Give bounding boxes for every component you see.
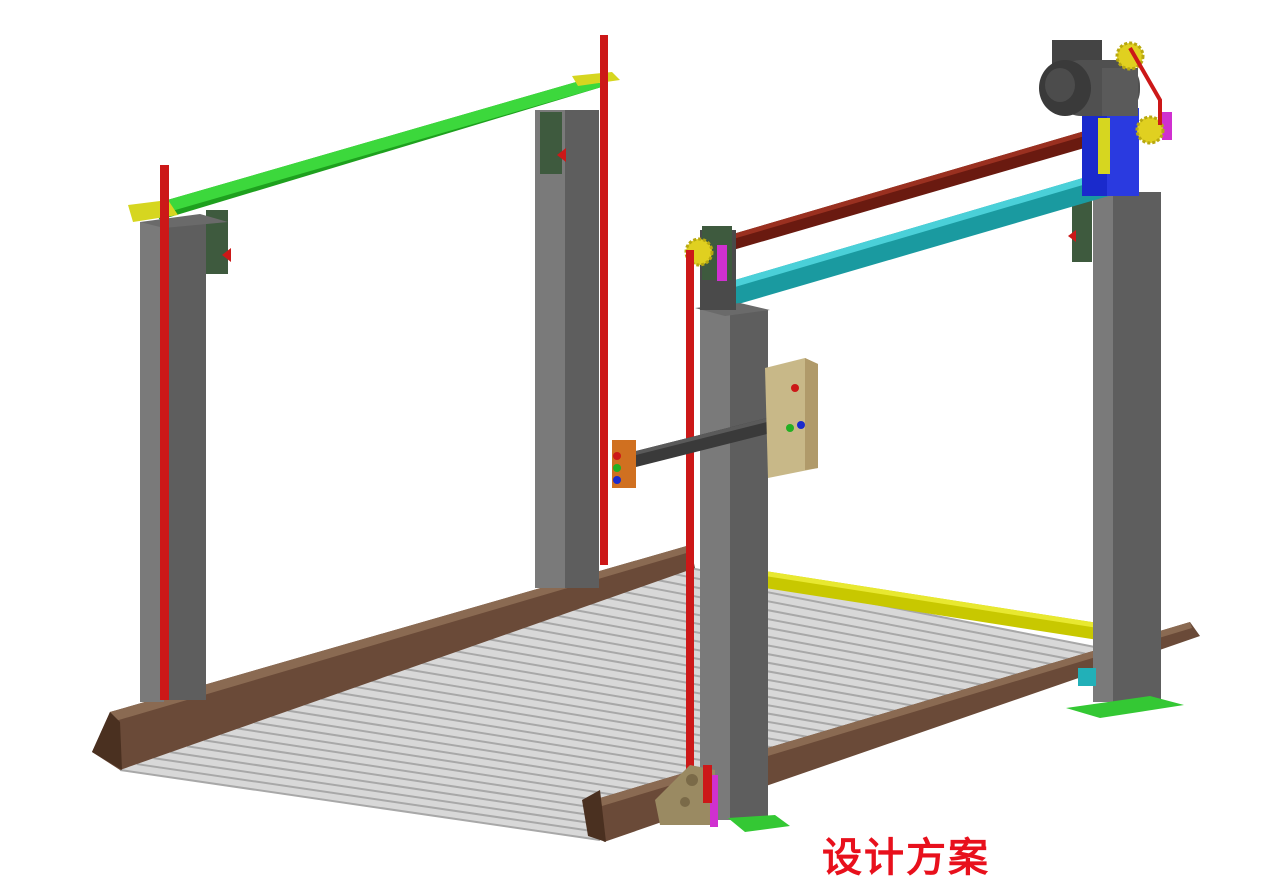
post-front-right xyxy=(695,226,790,832)
front-bracket xyxy=(655,765,718,827)
slat xyxy=(404,668,851,745)
slat xyxy=(186,745,659,819)
post-front-left xyxy=(140,210,231,702)
lift-chain xyxy=(686,250,694,780)
caption: 设计方案 xyxy=(822,835,990,881)
slat xyxy=(421,662,865,740)
cyan-crossbeam xyxy=(735,170,1112,305)
slat xyxy=(237,727,704,802)
slat xyxy=(136,763,615,836)
lift-chain xyxy=(600,35,608,565)
slat xyxy=(455,650,895,729)
lift-chain xyxy=(1128,47,1162,125)
slat xyxy=(253,721,718,796)
slat xyxy=(270,715,733,791)
control-box xyxy=(765,358,818,478)
slat xyxy=(572,608,998,689)
rail-left xyxy=(92,545,695,770)
slat xyxy=(170,751,645,825)
yellow-crossbeam xyxy=(765,571,1098,640)
slat xyxy=(589,602,1012,683)
lift-chain xyxy=(160,165,169,700)
slat xyxy=(555,614,983,695)
slat xyxy=(119,769,601,841)
drive-shaft xyxy=(733,123,1112,250)
slat xyxy=(220,733,689,808)
slat xyxy=(605,596,1027,678)
slat xyxy=(153,757,630,830)
slat xyxy=(287,709,748,785)
slat xyxy=(304,703,762,779)
pendant-control xyxy=(612,416,775,488)
slat xyxy=(438,656,880,734)
post-back-left xyxy=(535,110,599,588)
motor xyxy=(1039,40,1172,196)
post-back-right xyxy=(1066,192,1184,718)
